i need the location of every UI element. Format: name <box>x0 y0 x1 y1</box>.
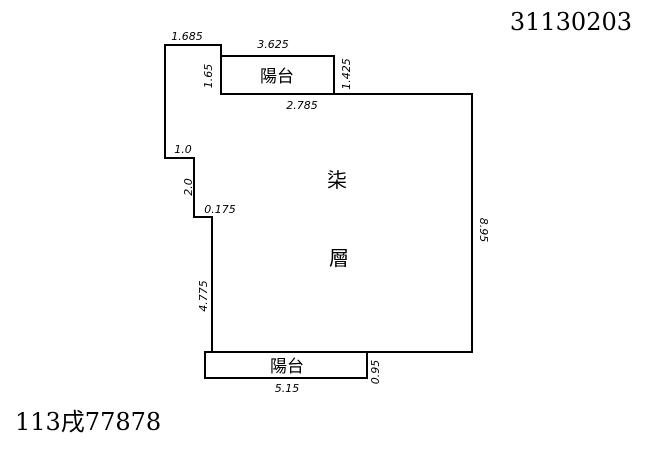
floor-outline <box>164 44 473 353</box>
record-number: 113戌77878 <box>15 408 161 436</box>
document-number: 31130203 <box>510 8 632 36</box>
dim-bottom-balcony-width: 5.15 <box>275 382 300 395</box>
dim-top-balcony-left-depth: 1.65 <box>202 64 215 89</box>
dim-top-left-width: 1.685 <box>171 30 203 43</box>
balcony-top: 陽台 <box>220 55 335 95</box>
dim-bottom-balcony-depth: 0.95 <box>369 360 382 385</box>
dim-left-lower-height: 4.775 <box>197 280 210 312</box>
floor-label-line1: 柒 <box>327 168 347 192</box>
dim-top-inner-width: 2.785 <box>286 99 318 112</box>
dim-right-height: 8.95 <box>477 218 490 243</box>
dim-top-balcony-width: 3.625 <box>257 38 289 51</box>
dim-left-step-offset: 0.175 <box>204 203 236 216</box>
balcony-bottom-label: 陽台 <box>270 357 304 377</box>
dim-left-upper-height: 2.0 <box>182 178 195 196</box>
floor-label-line2: 層 <box>329 246 349 270</box>
dim-left-step-width: 1.0 <box>174 143 192 156</box>
balcony-bottom: 陽台 <box>204 351 368 379</box>
balcony-top-label: 陽台 <box>260 67 294 87</box>
dim-top-balcony-right-depth: 1.425 <box>340 58 353 90</box>
